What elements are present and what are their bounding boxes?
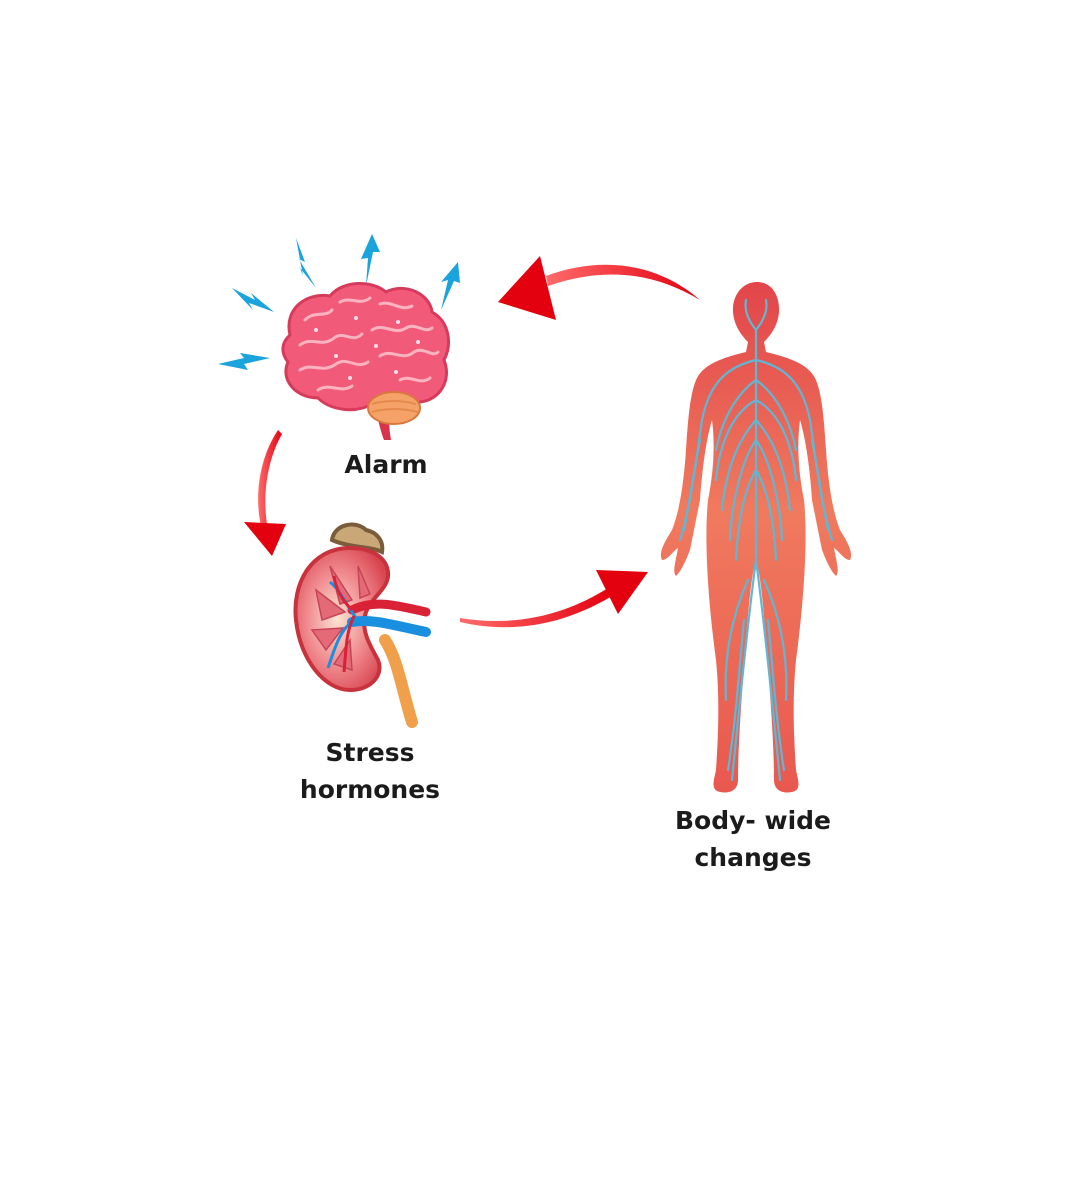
stress-hormones-line-2: hormones [299, 775, 441, 804]
body-wide-changes-line-2: changes [694, 843, 812, 872]
lightning-bolts-icon [218, 234, 460, 370]
stress-hormones-line-1: Stress [325, 738, 415, 767]
arrow-body-to-alarm [498, 256, 700, 320]
alarm-label: Alarm [306, 446, 466, 483]
brain-icon [281, 281, 450, 440]
body-wide-changes-line-1: Body- wide [674, 806, 832, 835]
kidney-adrenal-icon [293, 522, 431, 728]
arrow-alarm-to-stress [244, 430, 286, 556]
body-wide-changes-label: Body- wide changes [653, 802, 853, 876]
alarm-label-text: Alarm [344, 450, 428, 479]
arrow-stress-to-body [460, 570, 648, 628]
stress-hormones-label: Stress hormones [270, 734, 470, 808]
human-nervous-system-icon [660, 282, 852, 793]
